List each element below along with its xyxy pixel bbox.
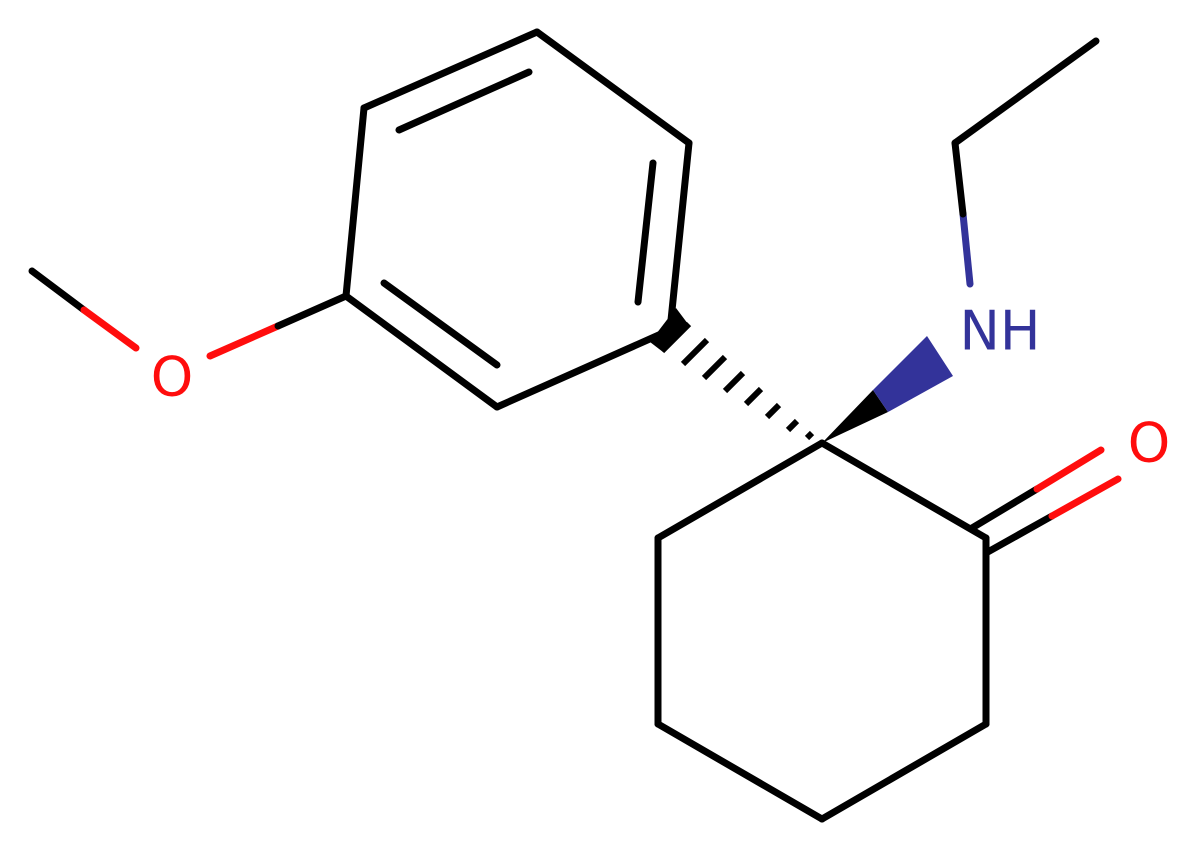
hash-line <box>764 402 782 420</box>
ring-double-bond-inner <box>634 159 657 306</box>
hashed-wedge-bond <box>650 308 815 441</box>
oxygen-to-ring-bond-oxygen-half <box>206 322 282 360</box>
ring-bond <box>360 28 541 112</box>
hash-line <box>659 321 692 354</box>
methyl-to-oxygen-bond-carbon-half <box>28 267 88 314</box>
ring-double-bond-inner <box>380 279 501 369</box>
ring-bond <box>666 139 693 334</box>
hash-line <box>680 337 710 367</box>
nitrogen-to-ethyl-bond-carbon-half <box>951 139 967 218</box>
hashed-wedge-base <box>650 308 688 352</box>
nitrogen-to-ethyl-bond-nitrogen-half <box>959 210 974 288</box>
cyclohexanone-ring <box>654 439 990 823</box>
ring-bond <box>818 439 990 542</box>
hash-line <box>804 430 815 441</box>
solid-wedge-carbon-half <box>822 390 888 443</box>
amine-nh-label: NH <box>960 300 1041 363</box>
ring-double-bond-inner <box>395 68 533 134</box>
methyl-to-oxygen-bond-oxygen-half <box>80 306 140 352</box>
hash-line <box>701 354 728 381</box>
benzene-ring <box>342 28 693 411</box>
carbonyl-bond-lower-carbon-half <box>982 512 1056 557</box>
oxygen-to-ring-bond-carbon-half <box>274 292 350 330</box>
ring-bond <box>654 439 826 542</box>
ring-bond <box>493 326 674 411</box>
ring-bond <box>818 720 990 823</box>
hash-line <box>722 370 746 394</box>
ring-bond <box>654 720 826 823</box>
ketone-oxygen-label: O <box>1128 412 1171 475</box>
hash-line <box>785 418 800 433</box>
ethyl-group <box>951 37 1100 288</box>
solid-wedge-nitrogen-half <box>873 336 953 412</box>
ring-bond <box>342 292 501 411</box>
ring-bond <box>342 104 368 300</box>
methoxy-group <box>28 267 350 360</box>
carbonyl-bond-upper-oxygen-half <box>1033 446 1105 493</box>
hash-line <box>743 386 764 407</box>
ethyl-carbon-carbon-bond <box>951 37 1100 147</box>
carbonyl-double-bond <box>968 446 1122 557</box>
solid-wedge-bond <box>822 336 953 443</box>
carbonyl-bond-upper-carbon-half <box>968 485 1041 532</box>
ring-bond <box>533 28 693 147</box>
methoxy-oxygen-label: O <box>151 346 194 409</box>
carbonyl-bond-lower-oxygen-half <box>1048 475 1122 520</box>
